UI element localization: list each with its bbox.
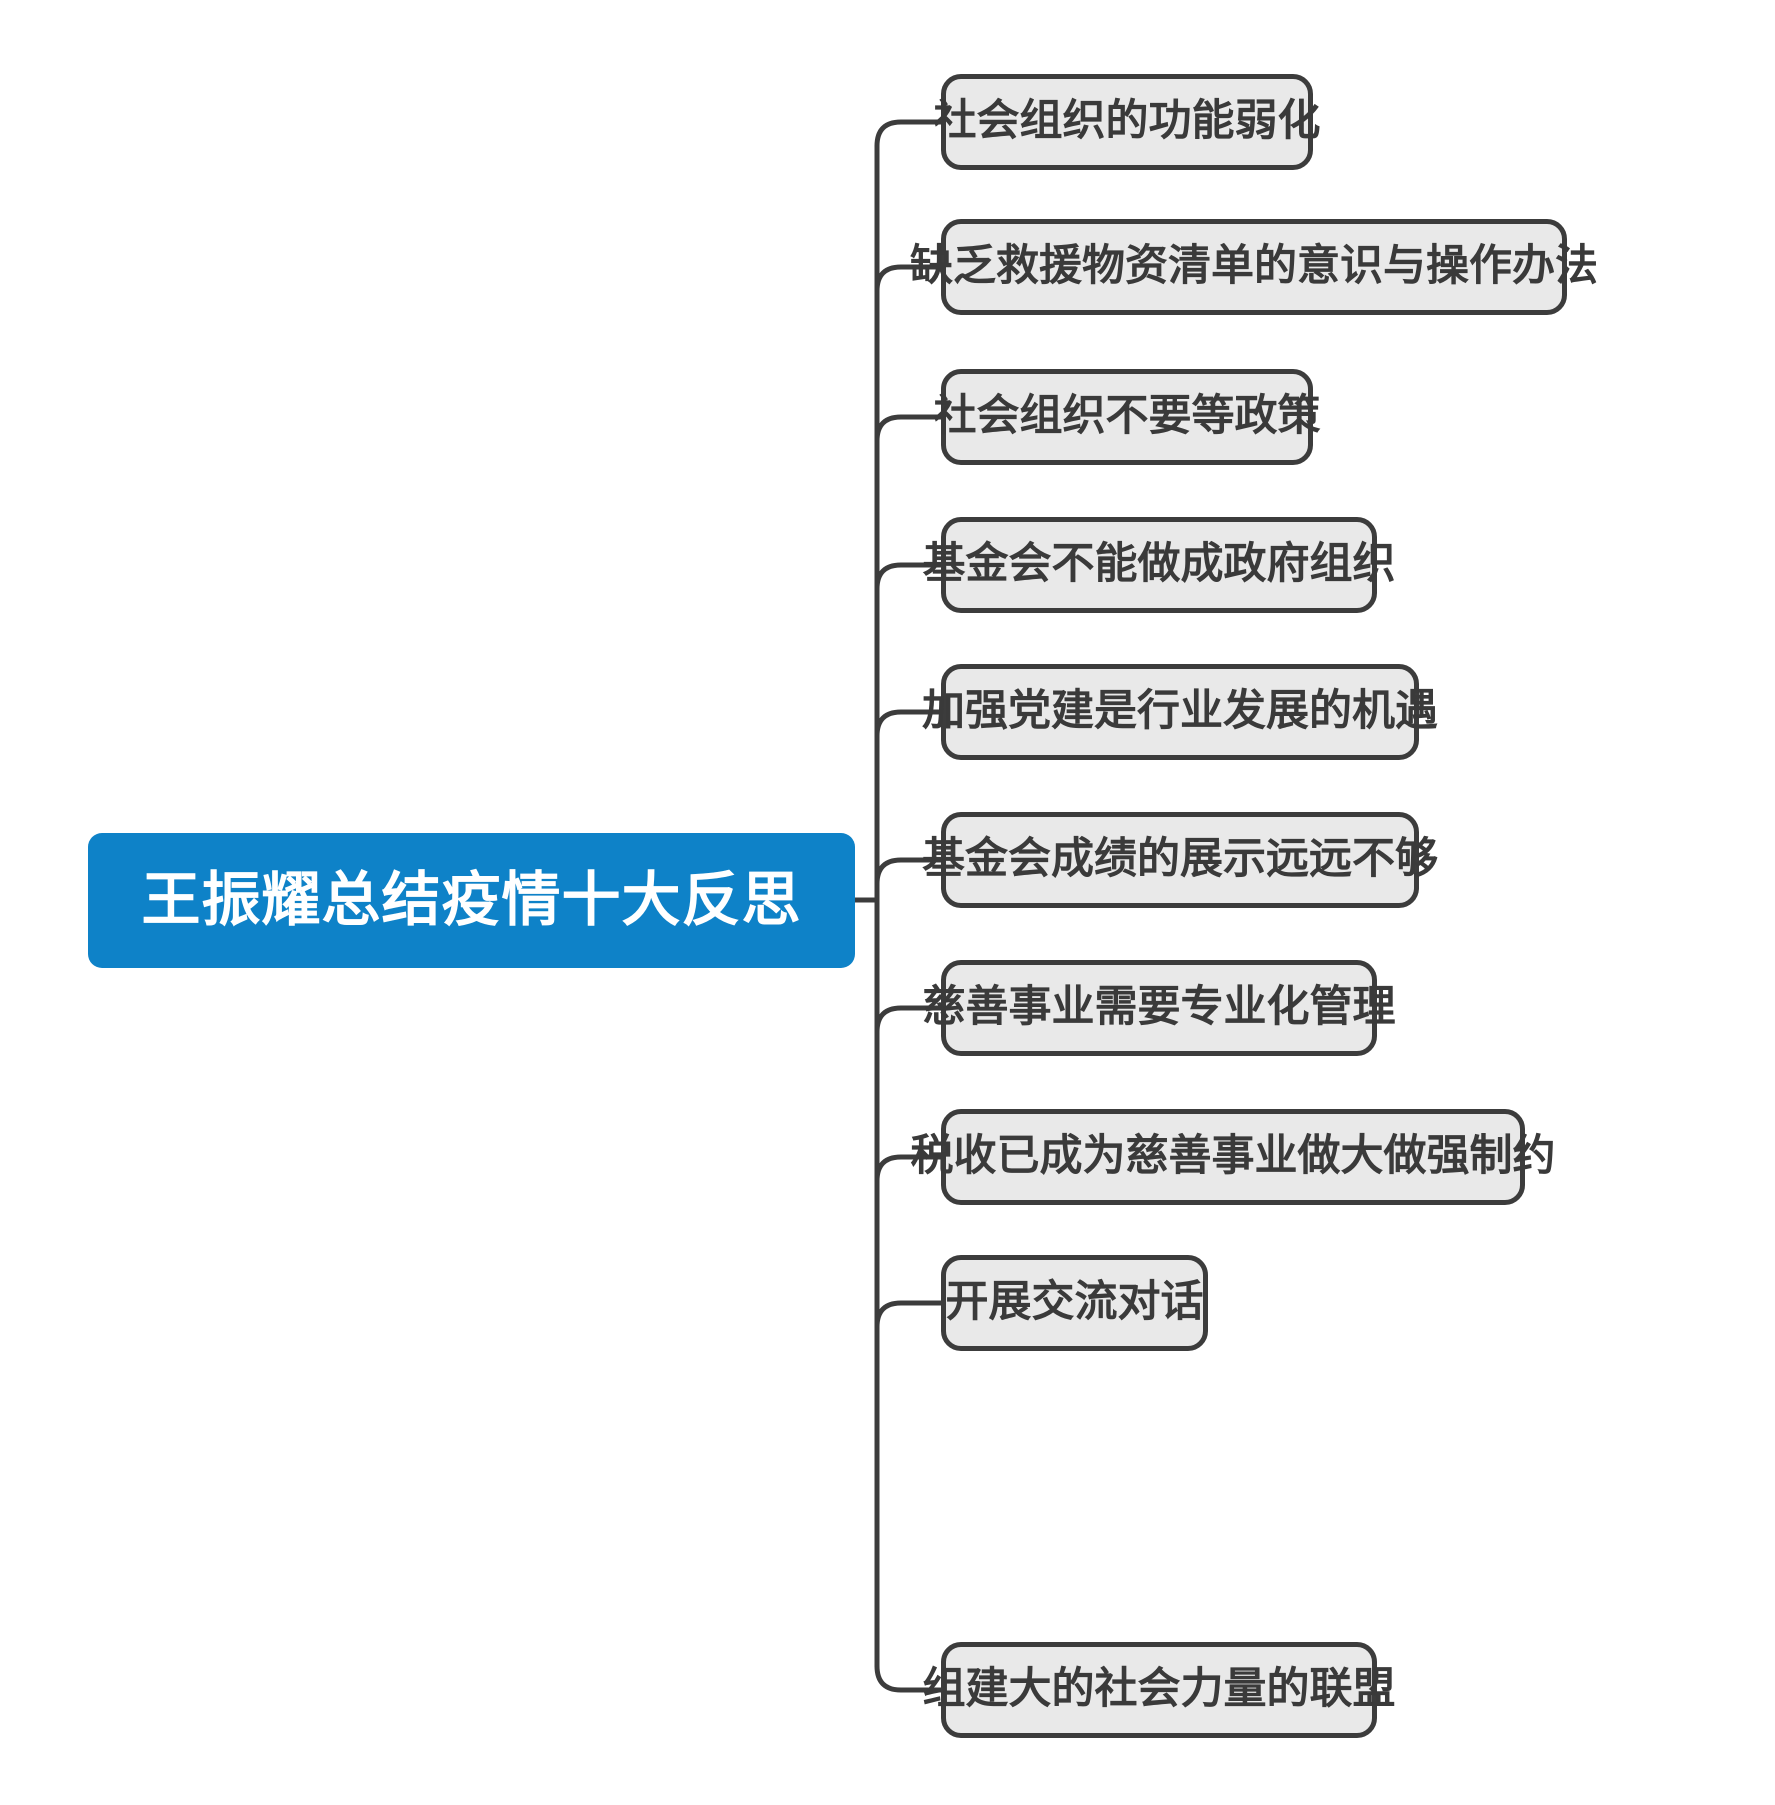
branch-node-8-label: 税收已成为慈善事业做大做强制约 <box>910 1132 1556 1181</box>
elbow-1 <box>874 119 944 149</box>
branch-node-3[interactable]: 社会组织不要等政策 <box>934 369 1321 465</box>
branch-node-4[interactable]: 基金会不能做成政府组织 <box>923 517 1396 613</box>
root-node-label: 王振耀总结疫情十大反思 <box>141 867 802 934</box>
branch-node-8[interactable]: 税收已成为慈善事业做大做强制约 <box>911 1109 1556 1205</box>
branch-node-10-label: 组建大的社会力量的联盟 <box>922 1665 1396 1714</box>
branch-node-1-label: 社会组织的功能弱化 <box>933 97 1321 146</box>
branch-node-10[interactable]: 组建大的社会力量的联盟 <box>923 1642 1396 1738</box>
branch-node-4-label: 基金会不能做成政府组织 <box>922 540 1396 589</box>
branch-node-2-label: 缺乏救援物资清单的意识与操作办法 <box>910 242 1598 291</box>
branch-node-9[interactable]: 开展交流对话 <box>941 1255 1208 1351</box>
branch-node-9-label: 开展交流对话 <box>945 1278 1204 1327</box>
root-node[interactable]: 王振耀总结疫情十大反思 <box>88 833 855 968</box>
branch-node-1[interactable]: 社会组织的功能弱化 <box>934 74 1321 170</box>
elbow-3 <box>874 414 944 444</box>
branch-node-5[interactable]: 加强党建是行业发展的机遇 <box>922 664 1438 760</box>
branch-node-5-label: 加强党建是行业发展的机遇 <box>922 687 1438 736</box>
branch-node-2[interactable]: 缺乏救援物资清单的意识与操作办法 <box>910 219 1598 315</box>
branch-node-3-label: 社会组织不要等政策 <box>933 392 1321 441</box>
branch-node-7-label: 慈善事业需要专业化管理 <box>922 983 1396 1032</box>
elbow-9 <box>874 1300 944 1330</box>
branch-node-6[interactable]: 基金会成绩的展示远远不够 <box>922 812 1438 908</box>
branch-node-6-label: 基金会成绩的展示远远不够 <box>922 835 1438 884</box>
branch-node-7[interactable]: 慈善事业需要专业化管理 <box>923 960 1396 1056</box>
